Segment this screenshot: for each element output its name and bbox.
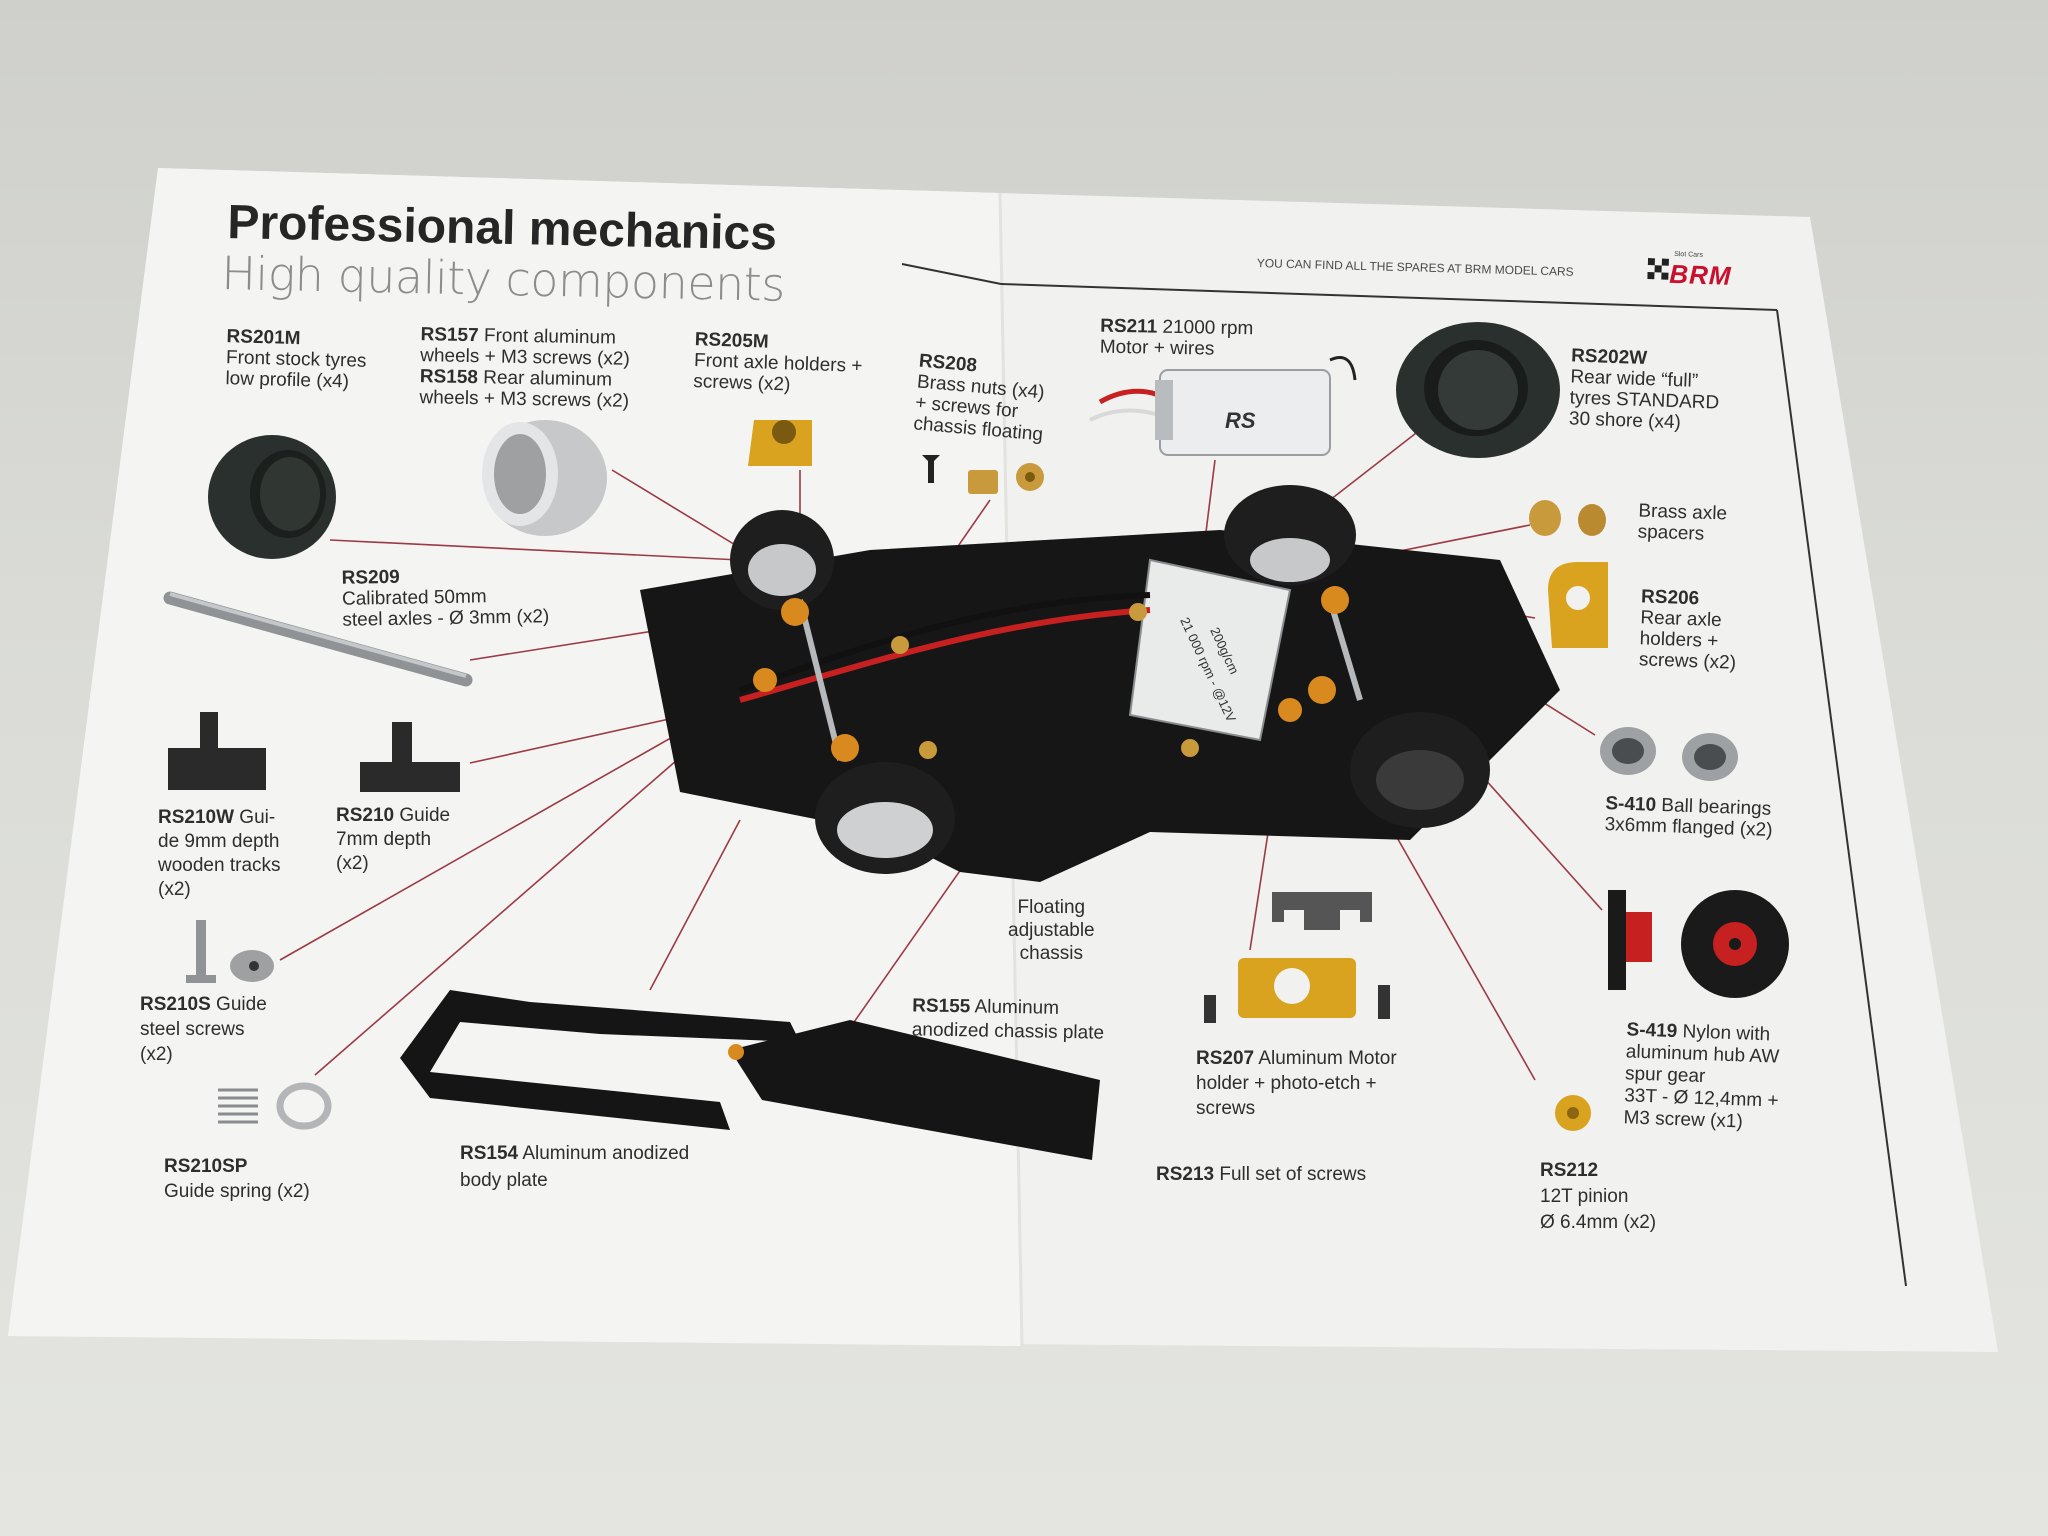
brass-spacers-image: [1529, 500, 1606, 536]
ball-bearings-image: [1600, 727, 1738, 781]
chassis-plate-image: [728, 1020, 1100, 1160]
body-plate-image: [400, 990, 800, 1130]
chassis-assembly-image: 21 000 rpm - @12V 200g/cm: [640, 485, 1560, 882]
front-tyre-image: [208, 435, 336, 559]
rear-axle-holder-image: [1548, 562, 1608, 648]
guide-7mm-image: [360, 722, 460, 792]
label-rs157-rs158: RS157 Front aluminum wheels + M3 screws …: [419, 324, 630, 412]
pinion-image: [1555, 1095, 1591, 1131]
guide-screws-image: [186, 920, 274, 983]
aluminum-wheel-image: [482, 420, 607, 536]
checkered-flag-icon: [1647, 258, 1669, 280]
brand-name: BRM: [1668, 258, 1733, 291]
motor-image: RS: [1089, 356, 1357, 456]
rear-tyre-image: [1396, 322, 1560, 458]
spur-gear-image: [1608, 890, 1789, 998]
guide-spring-image: [218, 1082, 332, 1130]
front-axle-holder-image: [748, 420, 812, 466]
brass-nuts-image: [922, 455, 1044, 494]
svg-text:RS: RS: [1225, 408, 1256, 433]
guide-9mm-image: [168, 712, 266, 790]
label-rs213: RS213 Full set of screws: [1156, 1164, 1367, 1185]
motor-holder-image: [1204, 892, 1390, 1023]
steel-axle-image: [163, 591, 473, 687]
brand-small-text: Slot Cars: [1674, 250, 1704, 259]
